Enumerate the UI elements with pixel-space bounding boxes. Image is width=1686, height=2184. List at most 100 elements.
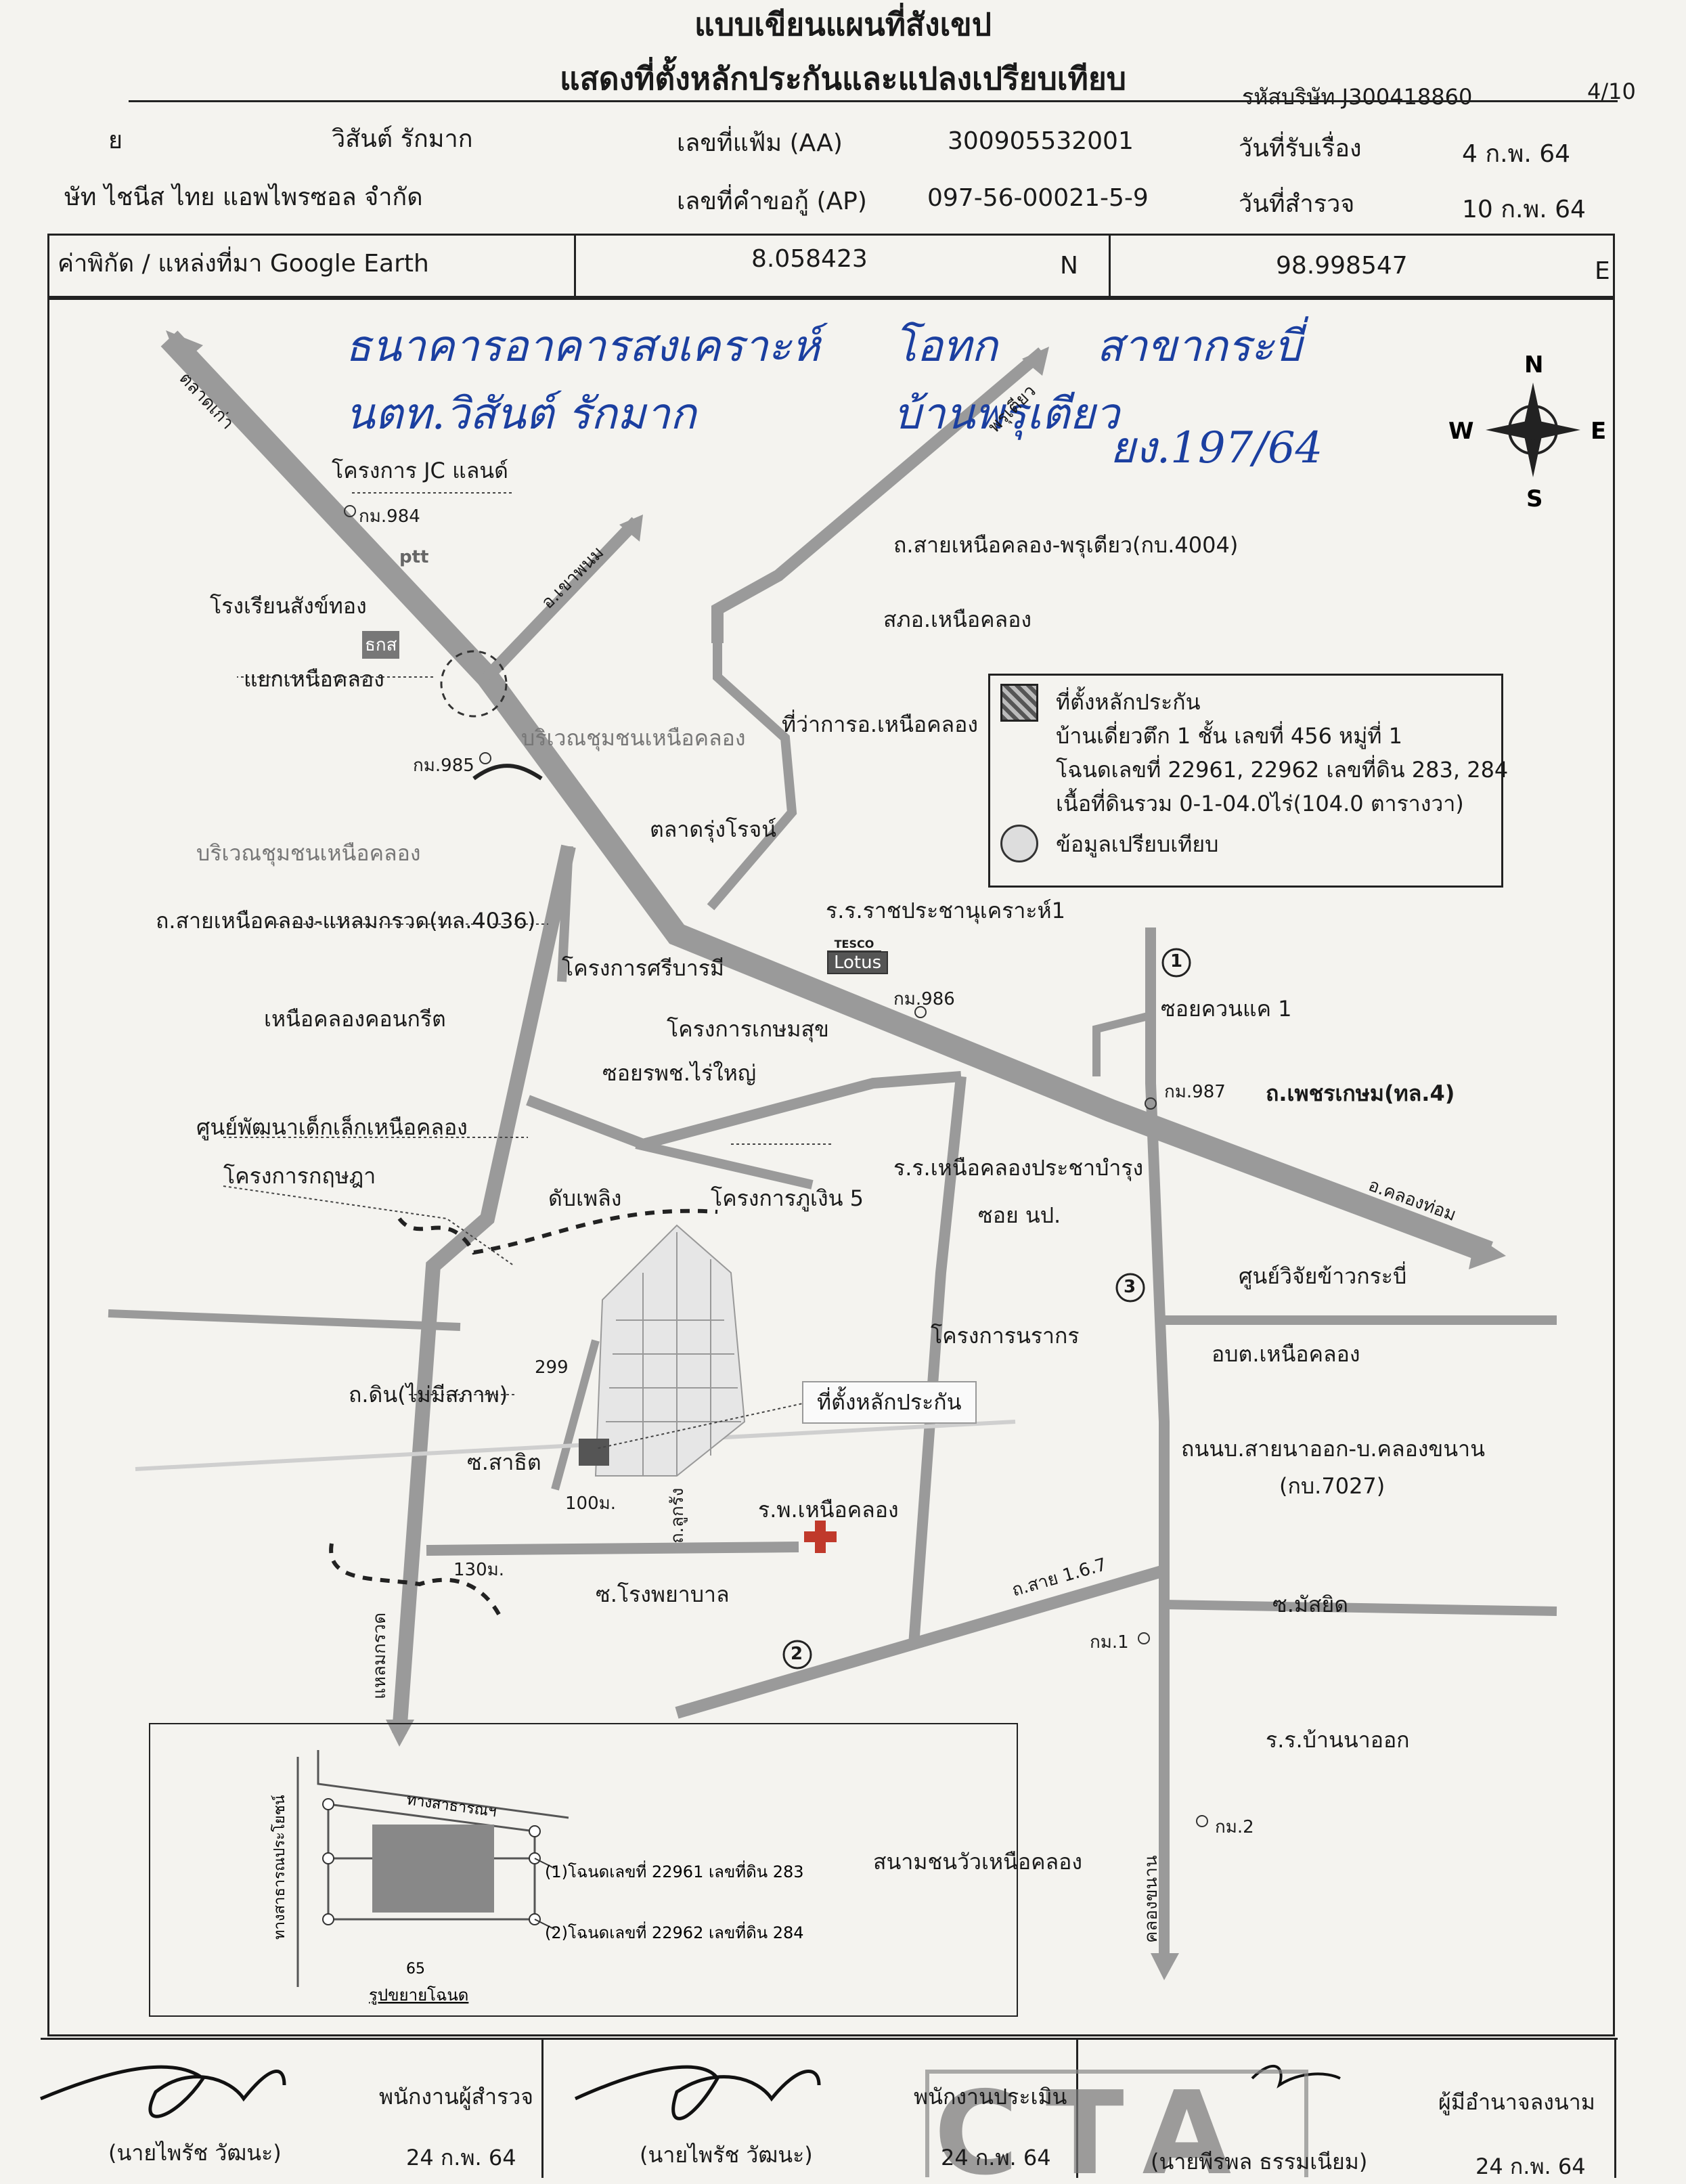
label-dirt-road: ถ.ดิน(ไม่มีสภาพ) [349, 1382, 508, 1407]
legend-desc-2: โฉนดเลขที่ 22961, 22962 เลขที่ดิน 283, 2… [1056, 757, 1509, 783]
label-kritsada: โครงการกฤษฎา [223, 1163, 376, 1189]
received-label: วันที่รับเรื่อง [1239, 135, 1362, 162]
label-hospital: ร.พ.เหนือคลอง [758, 1497, 899, 1523]
survey-label: วันที่สำรวจ [1239, 190, 1355, 218]
coordinate-row [47, 234, 1615, 300]
compass-s: S [1526, 485, 1543, 512]
arrow-khlong-khanan [1151, 1953, 1179, 1980]
label-market: ตลาดรุ่งโรจน์ [650, 816, 776, 842]
received-date: 4 ก.พ. 64 [1462, 140, 1571, 168]
label-obt: อบต.เหนือคลอง [1212, 1341, 1360, 1367]
file-number: 300905532001 [948, 127, 1134, 155]
map-frame [47, 296, 1615, 2036]
label-soi-sathit: ซ.สาธิต [467, 1449, 541, 1475]
label-tesco-top: TESCO [827, 938, 881, 952]
appraiser-role: พนักงานประเมิน [914, 2084, 1067, 2110]
ink-stroke [472, 764, 543, 781]
label-circle-1: 1 [1170, 951, 1183, 971]
arrow-khao-phanom [619, 515, 643, 542]
road-soi-khuan [1092, 1011, 1152, 1076]
legend-comparison: ข้อมูลเปรียบเทียบ [1056, 831, 1219, 857]
inset-65: 65 [406, 1961, 425, 1978]
coord-divider-2 [1109, 234, 1111, 298]
row2-prefix: ษัท ไชนีส ไทย แอพไพรซอล จำกัด [64, 183, 423, 211]
boundary-south [329, 1543, 503, 1619]
road-soi-masjid [1163, 1600, 1557, 1616]
legend-collateral: ที่ตั้งหลักประกัน [1056, 689, 1201, 715]
label-laem-kruat: แหลมกรวด [370, 1612, 390, 1699]
label-stadium: สนามชนวัวเหนือคลอง [873, 1849, 1082, 1875]
label-road-7027b: (กบ.7027) [1279, 1473, 1385, 1499]
label-road-4004: ถ.สายเหนือคลอง-พรุเตียว(กบ.4004) [893, 532, 1239, 558]
title-line-1: แบบเขียนแผนที่สังเขป [694, 6, 992, 43]
label-soi-hospital: ซ.โรงพยาบาล [596, 1581, 730, 1607]
label-km985: กม.985 [413, 756, 474, 776]
inset-caption: รูปขยายโฉนด [369, 1986, 468, 2005]
boundary-north [397, 1208, 718, 1255]
road-khao-phanom [483, 517, 641, 682]
signature-authority [1251, 2064, 1341, 2089]
authority-date: 24 ก.พ. 64 [1476, 2154, 1586, 2179]
compass-n: N [1524, 351, 1543, 378]
company-code: รหัสบริษัท J300418860 [1242, 84, 1473, 110]
label-100m: 100ม. [565, 1493, 617, 1514]
legend-desc-1: บ้านเดี่ยวตึก 1 ชั้น เลขที่ 456 หมู่ที่ … [1056, 723, 1402, 749]
compass-e: E [1591, 418, 1606, 445]
label-soi-khuan: ซอยควนแค 1 [1161, 996, 1292, 1022]
page-number: 4/10 [1587, 79, 1636, 104]
collateral-parcel-marker [579, 1439, 609, 1466]
label-child-center: ศูนย์พัฒนาเด็กเล็กเหนือคลอง [196, 1114, 468, 1140]
label-km987: กม.987 [1164, 1082, 1226, 1102]
authority-role: ผู้มีอำนาจลงนาม [1438, 2089, 1595, 2115]
road-district-loop [707, 616, 797, 911]
signatures: CTA [40, 2064, 1341, 2177]
handwriting-branch: สาขากระบี่ [1096, 322, 1302, 372]
label-narak: โครงการนรากร [931, 1323, 1080, 1349]
road-phetkasem [160, 330, 1493, 1263]
label-km2: กม.2 [1215, 1817, 1254, 1837]
loan-number: 097-56-00021-5-9 [927, 184, 1149, 212]
label-130m: 130ม. [453, 1560, 505, 1580]
label-road-7027a: ถนนบ.สายนาออก-บ.คลองขนาน [1181, 1436, 1485, 1462]
label-soi-raiyai: ซอยรพช.ไร่ใหญ่ [602, 1060, 757, 1086]
legend-desc-3: เนื้อที่ดินรวม 0-1-04.0ไร่(104.0 ตารางวา… [1056, 791, 1464, 816]
footer-rule [41, 2038, 1618, 2040]
label-luk-rang: ถ.ลูกรัง [667, 1487, 688, 1544]
label-school-prachabamrung: ร.ร.เหนือคลองประชาบำรุง [893, 1155, 1144, 1181]
hospital-cross-v [815, 1521, 826, 1553]
label-circle-3: 3 [1124, 1277, 1136, 1297]
inset-diagram: ทางสาธารณฯ ทางสาธารณประโยชน์ (1)โฉนดเลขท… [271, 1750, 804, 2005]
appraiser-name: (นายไพรัช วัฒนะ) [640, 2142, 813, 2168]
road-4036 [392, 844, 576, 1734]
label-ptt: ptt [399, 547, 429, 567]
label-school-sangkhathong: โรงเรียนสังข์ทอง [210, 593, 367, 619]
road-faint [135, 1420, 1016, 1471]
label-tesco: Lotus [827, 951, 889, 974]
footer-divider-3 [1614, 2039, 1616, 2178]
label-community-2: บริเวณชุมชนเหนือคลอง [196, 840, 421, 866]
label-phetkasem: ถ.เพชรเกษม(ทล.4) [1266, 1080, 1455, 1106]
surveyor-date: 24 ก.พ. 64 [406, 2145, 516, 2170]
label-km986: กม.986 [893, 989, 955, 1009]
surveyor-role: พนักงานผู้สำรวจ [379, 2084, 533, 2110]
loan-label: เลขที่คำขอกู้ (AP) [677, 188, 867, 215]
surveyor-name: (นายไพรัช วัฒนะ) [108, 2140, 282, 2166]
legend-comparison-swatch [1000, 825, 1038, 862]
label-km1: กม.1 [1090, 1632, 1129, 1653]
inset-deed-2: (2)โฉนดเลขที่ 22962 เลขที่ดิน 284 [545, 1921, 804, 1942]
handwriting-customer: นตท.วิสันต์ รักมาก [345, 389, 696, 439]
arrow-talat-kao [166, 330, 203, 366]
header-top-rule [129, 100, 1618, 102]
coordinate-label: ค่าพิกัด / แหล่งที่มา Google Earth [58, 250, 429, 278]
label-phuongern: โครงการภูเงิน 5 [711, 1185, 864, 1211]
label-khlong-khanan: คลองขนาน [1141, 1855, 1161, 1943]
label-fire: ดับเพลิง [548, 1185, 622, 1211]
label-school-banna: ร.ร.บ้านนาออก [1266, 1727, 1410, 1753]
label-299: 299 [535, 1357, 569, 1378]
parcel-grid [594, 1224, 746, 1477]
arrow-khlong-thom [1469, 1236, 1506, 1269]
road-west-1 [108, 1309, 461, 1331]
handwriting-bank: ธนาคารอาคารสงเคราะห์ [345, 322, 820, 372]
label-police: สภอ.เหนือคลอง [883, 607, 1031, 632]
